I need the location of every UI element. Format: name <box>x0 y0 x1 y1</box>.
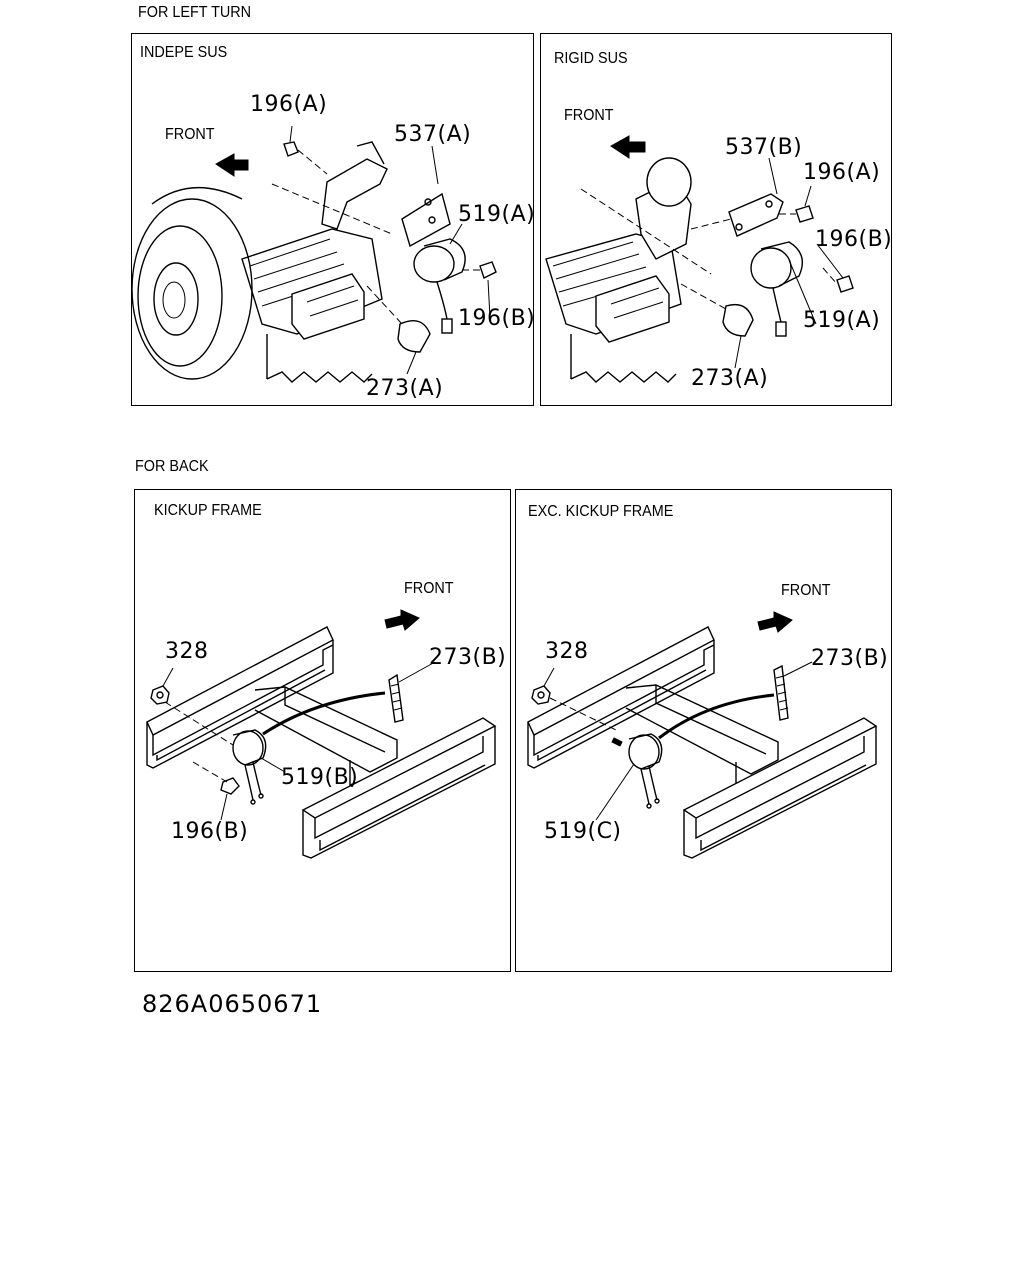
panel-exc-kickup-frame: EXC. KICKUP FRAME FRONT 328 273(B) 519(C… <box>515 489 892 972</box>
front-arrow-icon <box>610 135 646 159</box>
tire-rim <box>137 225 223 367</box>
front-arrow-icon <box>757 611 793 633</box>
bolt-196a-head <box>795 205 814 223</box>
callout-273a-rigid: 273(A) <box>691 366 769 391</box>
panel-rigid-sus: RIGID SUS FRONT 537(B) 196(A) 196(B) 519… <box>540 33 892 406</box>
clip-273a <box>722 303 754 337</box>
nut-328 <box>531 685 551 705</box>
nut-328 <box>150 685 170 705</box>
cut-edge <box>266 334 373 383</box>
panel-title-rigid: RIGID SUS <box>554 50 628 67</box>
bracket-537a <box>401 192 451 248</box>
callout-273b-kickup: 273(B) <box>429 645 507 670</box>
callout-519c: 519(C) <box>544 819 622 844</box>
mount-block <box>291 273 365 340</box>
section-label-left-turn: FOR LEFT TURN <box>138 4 252 21</box>
lamp-519a <box>413 245 455 283</box>
mount-block <box>595 275 670 343</box>
frame-body <box>241 228 383 335</box>
tire <box>132 198 253 380</box>
lamp-519a <box>750 247 792 289</box>
front-label-exc-kickup: FRONT <box>781 582 831 599</box>
front-arrow-icon <box>215 153 249 177</box>
indepe-sus-drawing <box>132 125 497 383</box>
callout-196b-kickup: 196(B) <box>171 819 249 844</box>
clip-273a <box>397 320 431 353</box>
lower-rail-top <box>682 717 878 819</box>
lamp-connector <box>441 318 453 334</box>
callout-537b: 537(B) <box>725 135 803 160</box>
lamp-connector <box>775 321 787 337</box>
kickup-frame-drawing <box>146 609 497 859</box>
callout-196a-rigid: 196(A) <box>803 160 881 185</box>
front-arrow-icon <box>384 609 420 631</box>
bolt-196b-head <box>479 261 497 279</box>
screw <box>611 737 623 747</box>
hub <box>153 262 199 336</box>
callout-328-kickup: 328 <box>165 639 209 664</box>
section-label-back: FOR BACK <box>135 458 209 475</box>
front-label-kickup: FRONT <box>404 580 454 597</box>
callout-196a-indepe: 196(A) <box>250 92 328 117</box>
exc-kickup-frame-drawing <box>527 611 878 859</box>
callout-537a: 537(A) <box>394 122 472 147</box>
callout-196b-rigid: 196(B) <box>815 227 892 252</box>
front-label-indepe: FRONT <box>165 126 215 143</box>
tie-273b <box>388 673 404 723</box>
panel-indepe-sus: INDEPE SUS FRONT 196(A) 537(A) 519(A) 19… <box>131 33 534 406</box>
callout-519a-rigid: 519(A) <box>803 308 881 333</box>
callout-273b-exc-kickup: 273(B) <box>811 646 889 671</box>
callout-196b-indepe: 196(B) <box>458 306 534 331</box>
callout-328-exc-kickup: 328 <box>545 639 589 664</box>
hub-center <box>162 281 186 319</box>
rigid-sus-drawing <box>545 135 854 383</box>
bolt-196a-head <box>283 141 299 157</box>
drawing-id: 826A0650671 <box>142 990 323 1018</box>
bolt-196b-head <box>220 777 240 795</box>
callout-273a-indepe: 273(A) <box>366 376 444 401</box>
panel-kickup-frame: KICKUP FRAME FRONT 328 273(B) 519(B) 196… <box>134 489 511 972</box>
bracket-537b <box>728 193 784 237</box>
bolt-196b-head <box>836 275 854 293</box>
shock-top <box>646 157 692 207</box>
cross-member <box>625 684 779 775</box>
callout-519a-indepe: 519(A) <box>458 202 534 227</box>
callout-519b: 519(B) <box>281 765 359 790</box>
panel-title-indepe: INDEPE SUS <box>140 44 228 61</box>
frame-body <box>545 233 682 335</box>
panel-title-exc-kickup: EXC. KICKUP FRAME <box>528 503 674 520</box>
panel-title-kickup: KICKUP FRAME <box>154 502 262 519</box>
cut-edge <box>570 334 677 383</box>
front-label-rigid: FRONT <box>564 107 614 124</box>
cross-member <box>254 686 398 773</box>
